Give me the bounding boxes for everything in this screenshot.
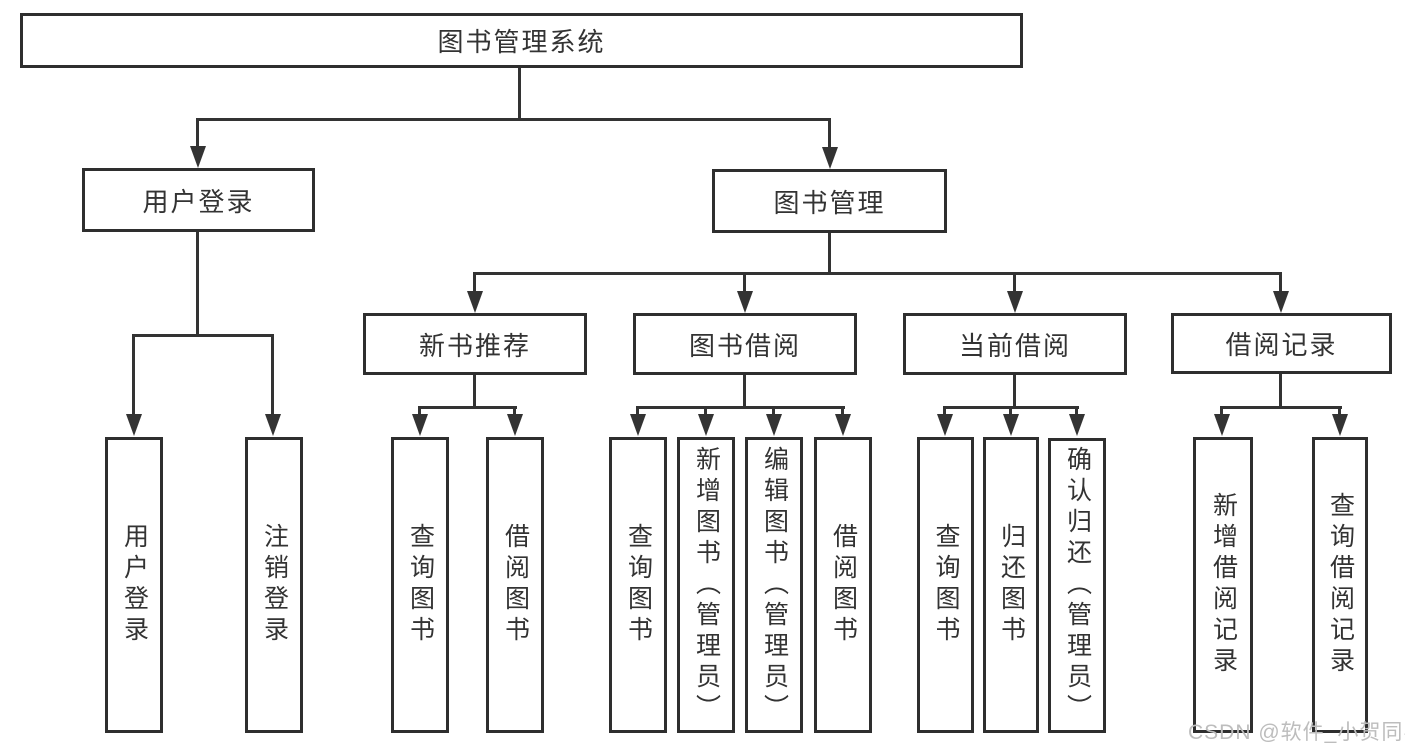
arrow-down-icon	[835, 414, 851, 436]
connector-line	[418, 406, 517, 409]
connector-line	[518, 68, 521, 120]
connector-line	[743, 272, 746, 292]
connector-line	[828, 233, 831, 275]
leaf-add-borrow-record: 新增借阅记录	[1193, 437, 1253, 733]
connector-line	[1338, 406, 1341, 416]
node-new-book-recommend-label: 新书推荐	[418, 330, 531, 361]
arrow-down-icon	[937, 414, 953, 436]
node-borrow-records-label: 借阅记录	[1225, 330, 1338, 360]
leaf-query-borrow-record: 查询借阅记录	[1312, 437, 1368, 733]
connector-line	[828, 118, 831, 148]
connector-line	[132, 334, 135, 416]
leaf-return-book: 归还图书	[983, 437, 1039, 733]
connector-line	[196, 118, 831, 121]
node-book-borrow: 图书借阅	[633, 313, 857, 375]
connector-line	[943, 406, 946, 416]
connector-line	[1220, 406, 1223, 416]
arrow-down-icon	[737, 291, 753, 313]
arrow-down-icon	[126, 414, 142, 436]
arrow-down-icon	[1003, 414, 1019, 436]
node-current-borrow: 当前借阅	[903, 313, 1127, 375]
leaf-return-book-label: 归还图书	[997, 523, 1026, 647]
arrow-down-icon	[412, 414, 428, 436]
leaf-borrow-books-recommend-label: 借阅图书	[501, 523, 530, 647]
leaf-logout-label: 注销登录	[260, 523, 289, 647]
leaf-query-books-current-label: 查询图书	[932, 523, 960, 647]
node-borrow-records: 借阅记录	[1171, 313, 1392, 374]
csdn-watermark: CSDN @软件_小贺同学	[1188, 721, 1405, 744]
connector-line	[1009, 406, 1012, 416]
arrow-down-icon	[1332, 414, 1348, 436]
node-book-management-label: 图书管理	[773, 187, 886, 218]
node-user-login-label: 用户登录	[142, 186, 255, 217]
leaf-edit-book-admin-label: 编辑图书（管理员）	[760, 445, 789, 725]
arrow-down-icon	[822, 147, 838, 169]
leaf-add-borrow-record-label: 新增借阅记录	[1209, 492, 1238, 678]
leaf-user-login-label: 用户登录	[120, 523, 149, 647]
node-book-management: 图书管理	[712, 169, 947, 233]
arrow-down-icon	[766, 414, 782, 436]
connector-line	[271, 334, 274, 416]
leaf-borrow-books-recommend: 借阅图书	[486, 437, 544, 733]
leaf-query-books-borrow: 查询图书	[609, 437, 667, 733]
arrow-down-icon	[630, 414, 646, 436]
leaf-logout: 注销登录	[245, 437, 303, 733]
arrow-down-icon	[467, 291, 483, 313]
connector-line	[704, 406, 707, 416]
node-book-borrow-label: 图书借阅	[688, 330, 801, 361]
arrow-down-icon	[1069, 414, 1085, 436]
leaf-query-books-recommend: 查询图书	[391, 437, 449, 733]
leaf-query-borrow-record-label: 查询借阅记录	[1326, 492, 1355, 678]
leaf-query-books-recommend-label: 查询图书	[406, 523, 435, 647]
connector-line	[473, 375, 476, 408]
connector-line	[841, 406, 844, 416]
connector-line	[743, 375, 746, 408]
connector-line	[1075, 406, 1078, 416]
leaf-query-books-current: 查询图书	[917, 437, 974, 733]
leaf-query-books-borrow-label: 查询图书	[624, 523, 653, 647]
connector-line	[1013, 272, 1016, 292]
connector-line	[636, 406, 845, 409]
connector-line	[1279, 374, 1282, 408]
arrow-down-icon	[698, 414, 714, 436]
connector-line	[473, 272, 1282, 275]
connector-line	[196, 118, 199, 148]
arrow-down-icon	[1007, 291, 1023, 313]
arrow-down-icon	[190, 146, 206, 168]
connector-line	[772, 406, 775, 416]
node-root-label: 图书管理系统	[437, 27, 606, 57]
leaf-user-login: 用户登录	[105, 437, 163, 733]
arrow-down-icon	[507, 414, 523, 436]
node-new-book-recommend: 新书推荐	[363, 313, 587, 375]
connector-line	[418, 406, 421, 416]
arrow-down-icon	[265, 414, 281, 436]
leaf-add-book-admin-label: 新增图书（管理员）	[692, 445, 721, 725]
connector-line	[1013, 375, 1016, 408]
leaf-confirm-return-admin: 确认归还（管理员）	[1048, 438, 1106, 733]
node-user-login: 用户登录	[82, 168, 315, 232]
connector-line	[636, 406, 639, 416]
node-root: 图书管理系统	[20, 13, 1023, 68]
connector-line	[132, 334, 274, 337]
connector-line	[1279, 272, 1282, 292]
connector-line	[196, 232, 199, 337]
arrow-down-icon	[1214, 414, 1230, 436]
connector-line	[1220, 406, 1342, 409]
leaf-add-book-admin: 新增图书（管理员）	[677, 437, 735, 733]
connector-line	[513, 406, 516, 416]
leaf-borrow-books: 借阅图书	[814, 437, 872, 733]
leaf-edit-book-admin: 编辑图书（管理员）	[745, 437, 803, 733]
arrow-down-icon	[1273, 291, 1289, 313]
connector-line	[473, 272, 476, 292]
leaf-confirm-return-admin-label: 确认归还（管理员）	[1063, 446, 1092, 725]
leaf-borrow-books-label: 借阅图书	[829, 523, 858, 647]
node-current-borrow-label: 当前借阅	[958, 330, 1071, 361]
